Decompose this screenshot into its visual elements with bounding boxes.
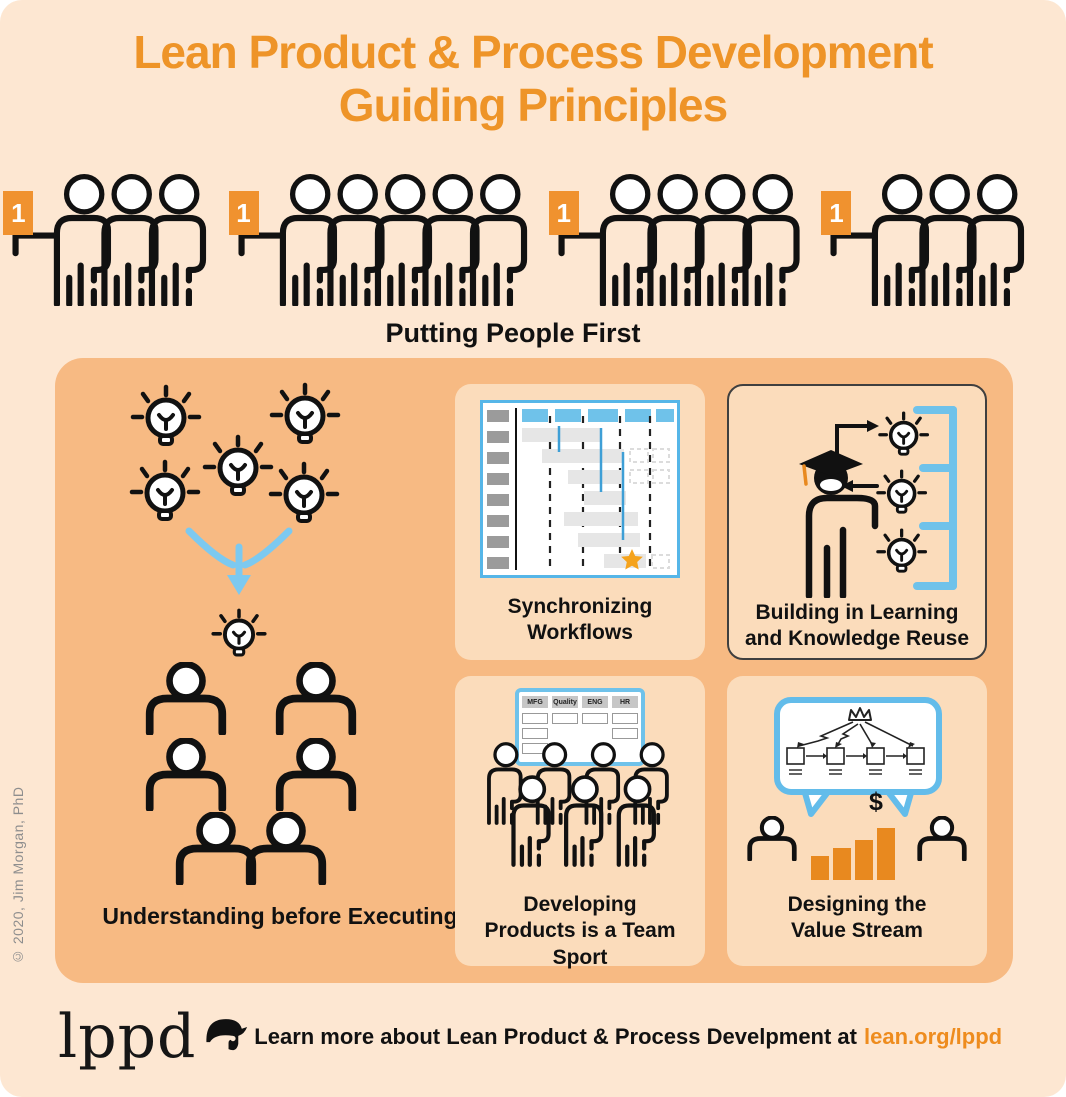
value-stream-label: Designing the Value Stream [787,893,927,943]
lightbulb-icon [129,384,203,462]
value-stream-diagram [786,707,925,775]
putting-people-first-label: Putting People First [385,318,641,348]
footer-text: Learn more about Lean Product & Process … [254,1024,857,1049]
synchronizing-workflows-card: Synchronizing Workflows [455,384,705,660]
org-board: MFG Quality ENG HR [515,688,645,766]
learning-reuse-icon [799,406,957,598]
speech-bubble-icon [774,697,942,817]
converge-arrow-icon [185,527,293,595]
page-title-line2: Guiding Principles [338,79,728,131]
synchronizing-workflows-label: Synchronizing Workflows [507,595,653,645]
crown-icon [848,707,872,721]
number-one-badge: 1 [821,191,852,235]
spartan-helmet-icon [206,1019,248,1051]
team-sport-label: Developing Products is a Team Sport [484,893,676,969]
footer: lppd Learn more about Lean Product & Pro… [0,994,1066,1080]
graduation-cap-icon [799,450,863,476]
team-crowd-icon [487,742,669,871]
person-icon [915,816,969,861]
lightbulb-icon [876,411,930,574]
board-column-quality: Quality [552,696,578,708]
people-group-3: 1 [548,174,810,306]
person-icon [272,662,360,735]
person-icon [272,738,360,811]
person-icon [142,662,230,735]
value-stream-card: $ Designing the Value Stream [727,676,987,966]
board-column-eng: ENG [582,696,608,708]
understanding-before-executing-label: Understanding before Executing [102,903,458,929]
team-sport-card: MFG Quality ENG HR Deve [455,676,705,969]
page-title: Lean Product & Process Development Guidi… [0,26,1066,132]
board-column-hr: HR [612,696,638,708]
lppd-logo-text: lppd [58,1002,197,1072]
people-group-icon [12,174,216,306]
lightbulb-icon [211,608,267,657]
building-in-learning-card: Building in Learning and Knowledge Reuse [727,384,987,660]
lightbulb-icon [268,382,342,460]
footer-message: Learn more about Lean Product & Process … [248,1024,1008,1050]
footer-link[interactable]: lean.org/lppd [864,1024,1003,1049]
person-icon [242,812,330,885]
people-group-2: 1 [228,174,537,306]
principles-panel: Understanding before Executing [55,358,1013,983]
people-group-1: 1 [3,174,216,306]
people-group-icon [237,174,537,306]
tassel [802,464,808,486]
people-group-icon [830,174,1034,306]
person-icon [142,738,230,811]
putting-people-first-row: 1 1 1 [0,166,1066,306]
people-group-icon [558,174,810,306]
copyright-text: © 2020, Jim Morgan, PhD [10,786,26,965]
growth-bars-icon [811,828,895,880]
board-column-mfg: MFG [522,696,548,708]
dollar-sign: $ [869,788,883,816]
people-group-4: 1 [821,174,1034,306]
number-one-badge: 1 [548,191,579,235]
arrow-icon [835,424,879,488]
lppd-logo: lppd [58,1007,248,1067]
graduate-person-icon [799,450,879,598]
number-one-badge: 1 [3,191,34,235]
building-in-learning-label: Building in Learning and Knowledge Reuse [744,601,970,651]
page-title-line1: Lean Product & Process Development [133,26,933,78]
number-one-badge: 1 [228,191,259,235]
lightbulb-icon [201,434,275,512]
star-icon [621,549,643,570]
person-icon [745,816,799,861]
gantt-chart-icon [480,400,680,578]
